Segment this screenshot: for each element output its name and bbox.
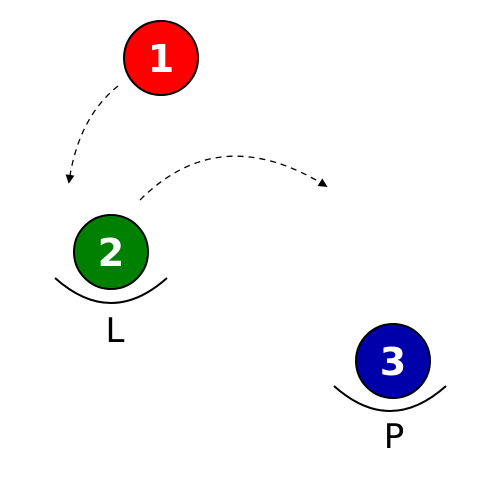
node-2-label: 2: [98, 231, 124, 275]
well-label-L: L: [106, 311, 125, 351]
node-3: 3 P: [333, 323, 447, 457]
node-2-circle: [73, 214, 149, 290]
node-2: 2 L: [54, 214, 168, 351]
node-1-circle: [123, 20, 199, 96]
node-3-label: 3: [380, 340, 406, 384]
node-3-circle: [355, 323, 431, 399]
node-1: 1: [123, 20, 199, 96]
well-arc-P: [333, 385, 447, 412]
well-arc-L: [54, 277, 168, 304]
dashed-arrow-1-to-2: [65, 85, 119, 184]
node-1-label: 1: [148, 37, 174, 81]
well-label-P: P: [384, 417, 405, 457]
dashed-arrow-2-to-3: [139, 155, 328, 201]
